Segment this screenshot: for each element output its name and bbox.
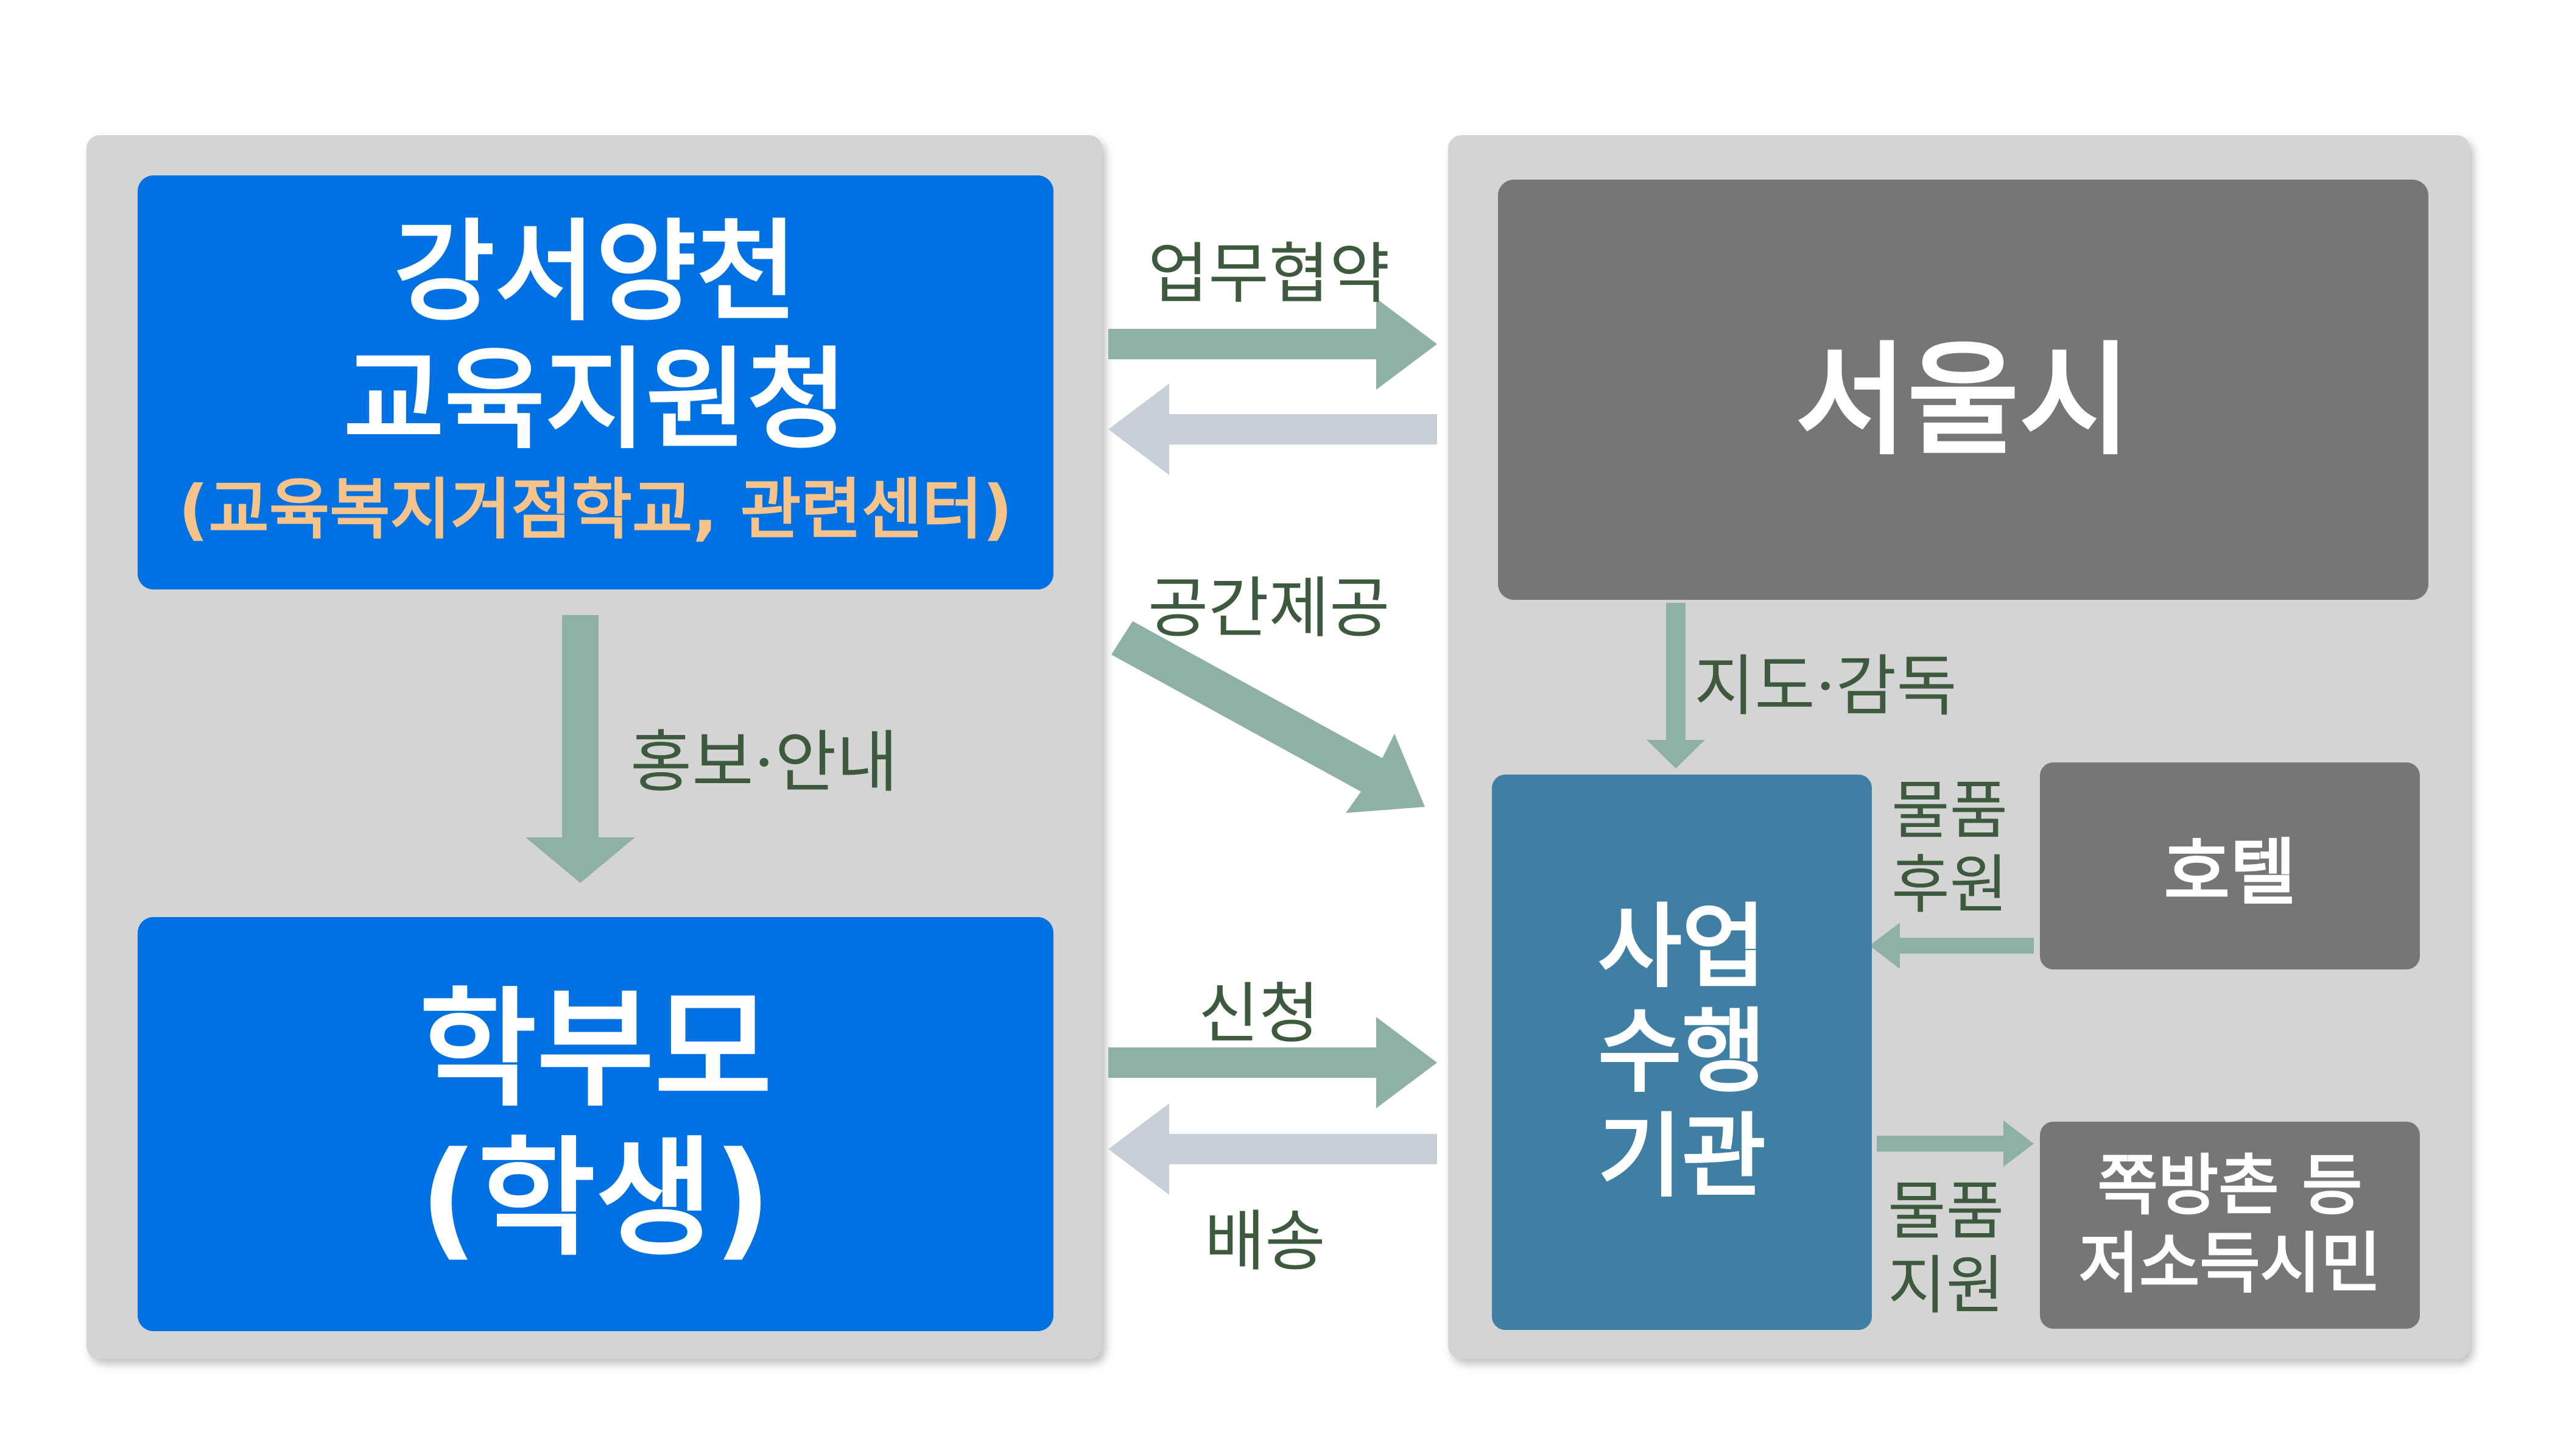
- apply-arrow: [1108, 1017, 1437, 1108]
- agreement-arrow: [1108, 298, 1437, 390]
- hotel-donation-label-line1: 물품: [1891, 773, 2008, 848]
- parents-line1: 학부모: [419, 975, 772, 1124]
- parents-box: 학부모 (학생): [138, 917, 1053, 1331]
- supervision-label: 지도·감독: [1694, 649, 1957, 725]
- agency-line1: 사업: [1597, 895, 1766, 1001]
- promotion-label: 홍보·안내: [630, 723, 898, 801]
- hotel-box: 호텔: [2040, 762, 2420, 969]
- seoul-label: 서울시: [1795, 330, 2131, 472]
- low-income-line1: 쪽방촌 등: [2097, 1148, 2363, 1224]
- low-income-box: 쪽방촌 등 저소득시민: [2040, 1122, 2420, 1329]
- seoul-box: 서울시: [1498, 180, 2428, 600]
- hotel-donation-label-line2: 후원: [1891, 848, 2008, 922]
- parents-line2: (학생): [419, 1124, 772, 1273]
- delivery-label: 배송: [1204, 1204, 1326, 1280]
- agency-line2: 수행: [1597, 999, 1766, 1105]
- education-office-title-line2: 교육지원청: [343, 337, 848, 464]
- supervision-arrow: [1647, 603, 1705, 768]
- education-office-subtitle: (교육복지거점학교, 관련센터): [178, 472, 1013, 548]
- delivery-arrow: [1108, 1103, 1437, 1195]
- space-label: 공간제공: [1148, 571, 1390, 647]
- lowincome-support-arrow: [1877, 1120, 2034, 1167]
- space-arrow: [1111, 621, 1425, 813]
- hotel-donation-arrow: [1869, 923, 2034, 969]
- agreement-label: 업무협약: [1148, 236, 1390, 312]
- agency-box: 사업 수행 기관: [1492, 775, 1872, 1330]
- low-income-support-label-line1: 물품: [1888, 1174, 2005, 1248]
- hotel-label-text: 호텔: [2164, 830, 2296, 915]
- low-income-support-label-line2: 지원: [1888, 1248, 2005, 1323]
- education-office-title-line1: 강서양천: [393, 209, 798, 336]
- low-income-line2: 저소득시민: [2078, 1226, 2382, 1302]
- low-income-support-label: 물품 지원: [1888, 1174, 2004, 1323]
- agreement-return-arrow: [1108, 384, 1437, 475]
- agency-line3: 기관: [1597, 1104, 1766, 1210]
- apply-label: 신청: [1198, 976, 1320, 1052]
- promotion-arrow: [526, 615, 635, 883]
- hotel-donation-label: 물품 후원: [1891, 773, 2008, 922]
- education-office-box: 강서양천 교육지원청 (교육복지거점학교, 관련센터): [138, 175, 1053, 589]
